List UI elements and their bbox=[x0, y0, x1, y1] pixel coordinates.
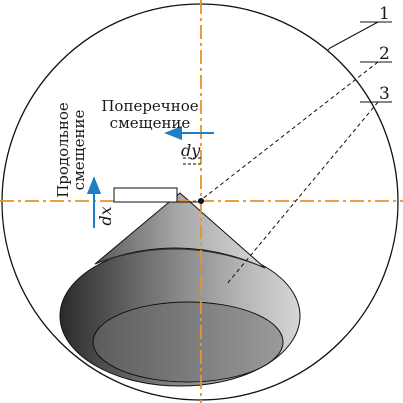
hole-circle bbox=[1, 3, 399, 401]
tool-end-face bbox=[92, 301, 284, 383]
center-point bbox=[198, 198, 204, 204]
lateral-label-line1: Поперечное bbox=[101, 97, 198, 115]
leader-1-dash bbox=[325, 47, 331, 53]
callout-1: 1 bbox=[379, 4, 390, 24]
longitudinal-label-line2: смещение bbox=[70, 110, 88, 191]
cone-base-edge bbox=[94, 248, 266, 269]
leader-1 bbox=[329, 21, 379, 49]
callout-3: 3 bbox=[379, 84, 390, 104]
dx-offset-box bbox=[113, 187, 178, 203]
leader-2 bbox=[200, 61, 379, 201]
longitudinal-label-line1: Продольное bbox=[54, 102, 72, 198]
callout-2: 2 bbox=[379, 44, 390, 64]
longitudinal-var: dx bbox=[96, 206, 115, 225]
leader-3 bbox=[225, 101, 379, 286]
lateral-var: dy bbox=[181, 141, 201, 160]
lateral-label-line2: смещение bbox=[110, 114, 191, 132]
